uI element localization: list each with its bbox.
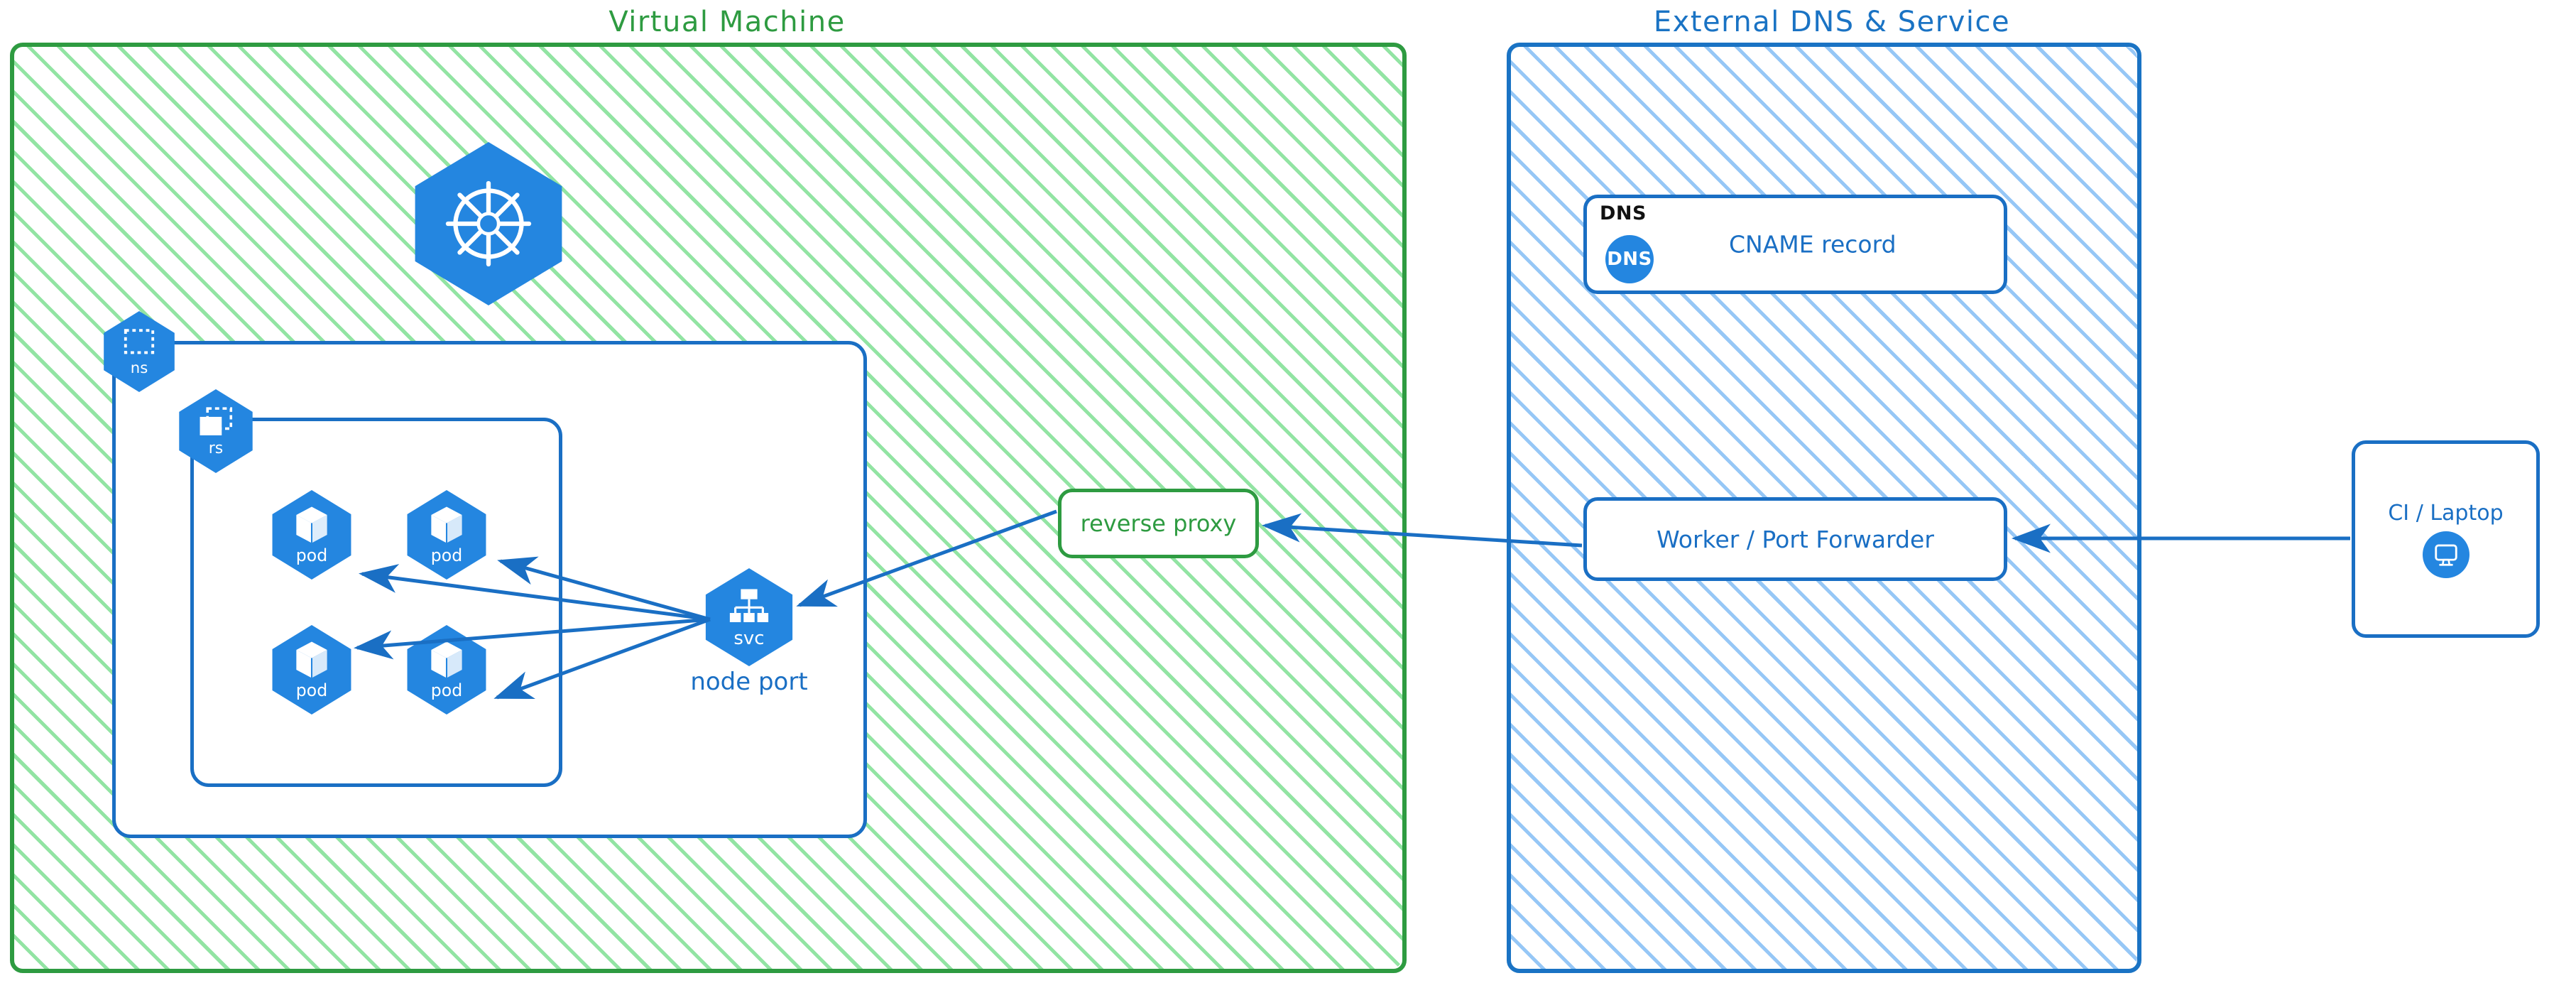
replicaset-badge-label: rs: [208, 440, 224, 457]
reverse-proxy-label: reverse proxy: [1080, 510, 1237, 537]
kubernetes-helm-icon: [445, 180, 532, 267]
namespace-badge-label: ns: [130, 359, 148, 377]
pod-label: pod: [430, 545, 463, 566]
pod-label: pod: [295, 545, 328, 566]
replicaset-box: [190, 418, 562, 787]
pod-cube-icon: [296, 506, 327, 543]
service-tree-icon: [729, 589, 769, 622]
ci-laptop-label: CI / Laptop: [2388, 500, 2504, 526]
panel-title-external-dns: External DNS & Service: [1653, 6, 2011, 38]
dns-box[interactable]: DNS DNS CNAME record: [1583, 195, 2007, 294]
panel-title-virtual-machine: Virtual Machine: [608, 6, 846, 38]
namespace-dashed-square-icon: [124, 329, 155, 354]
dns-box-tag: DNS: [1600, 202, 1647, 224]
reverse-proxy-box[interactable]: reverse proxy: [1058, 489, 1259, 558]
replicaset-stacked-squares-icon: [200, 407, 233, 435]
pod-cube-icon: [431, 641, 462, 678]
node-port-caption: node port: [690, 668, 808, 696]
pod-label: pod: [295, 680, 328, 701]
monitor-glyph: [2434, 544, 2457, 566]
worker-port-forwarder-label: Worker / Port Forwarder: [1657, 525, 1934, 553]
worker-port-forwarder-box[interactable]: Worker / Port Forwarder: [1583, 497, 2007, 581]
service-label: svc: [733, 628, 765, 649]
pod-cube-icon: [296, 641, 327, 678]
dns-circle-icon: DNS: [1605, 235, 1654, 283]
desktop-monitor-icon: [2422, 531, 2469, 578]
pod-label: pod: [430, 680, 463, 701]
cname-record-label: CNAME record: [1729, 230, 1896, 259]
ci-laptop-box[interactable]: CI / Laptop: [2352, 440, 2540, 638]
pod-cube-icon: [431, 506, 462, 543]
